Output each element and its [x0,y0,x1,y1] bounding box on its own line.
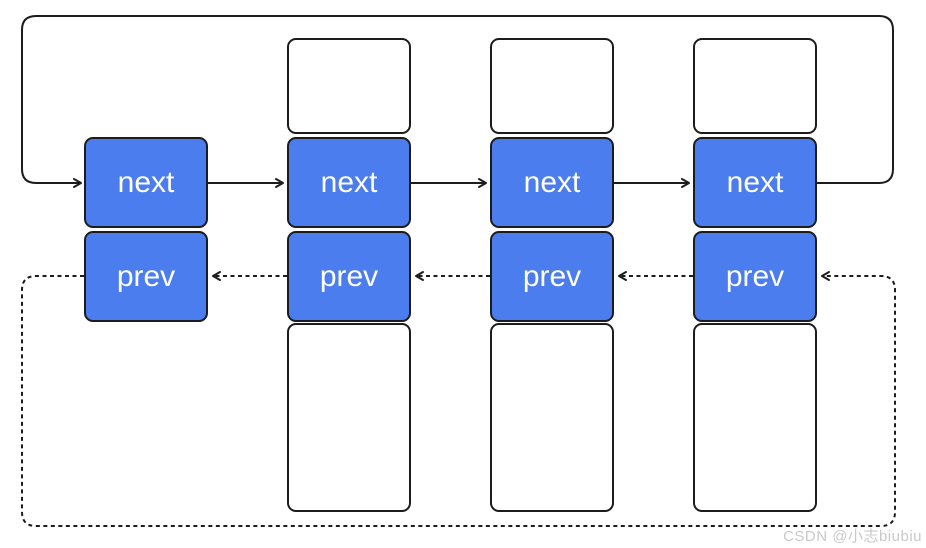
list-node-3: next prev [490,0,614,548]
watermark: CSDN @小志biubiu [783,528,922,545]
node1-prev-field: prev [84,231,208,322]
node1-next-field: next [84,137,208,228]
prev-field-label: prev [116,259,176,293]
node4-next-field: next [693,137,817,228]
next-field-label: next [523,165,581,199]
node2-prev-field: prev [287,231,411,322]
list-node-1: next prev [84,0,208,548]
node3-data-field-top [490,38,614,134]
next-pointer-loop-node4-to-node1 [21,15,894,188]
prev-field-label: prev [522,259,582,293]
list-node-4: next prev [693,0,817,548]
node4-prev-field: prev [693,231,817,322]
node4-data-field-bottom [693,323,817,512]
node4-data-field-top [693,38,817,134]
node3-next-field: next [490,137,614,228]
node2-next-field: next [287,137,411,228]
prev-field-label: prev [319,259,379,293]
prev-pointer-loop-node1-to-node4 [21,271,896,527]
node2-data-field-top [287,38,411,134]
next-field-label: next [320,165,378,199]
node3-prev-field: prev [490,231,614,322]
next-field-label: next [117,165,175,199]
node3-data-field-bottom [490,323,614,512]
next-field-label: next [726,165,784,199]
node2-data-field-bottom [287,323,411,512]
list-node-2: next prev [287,0,411,548]
prev-field-label: prev [725,259,785,293]
